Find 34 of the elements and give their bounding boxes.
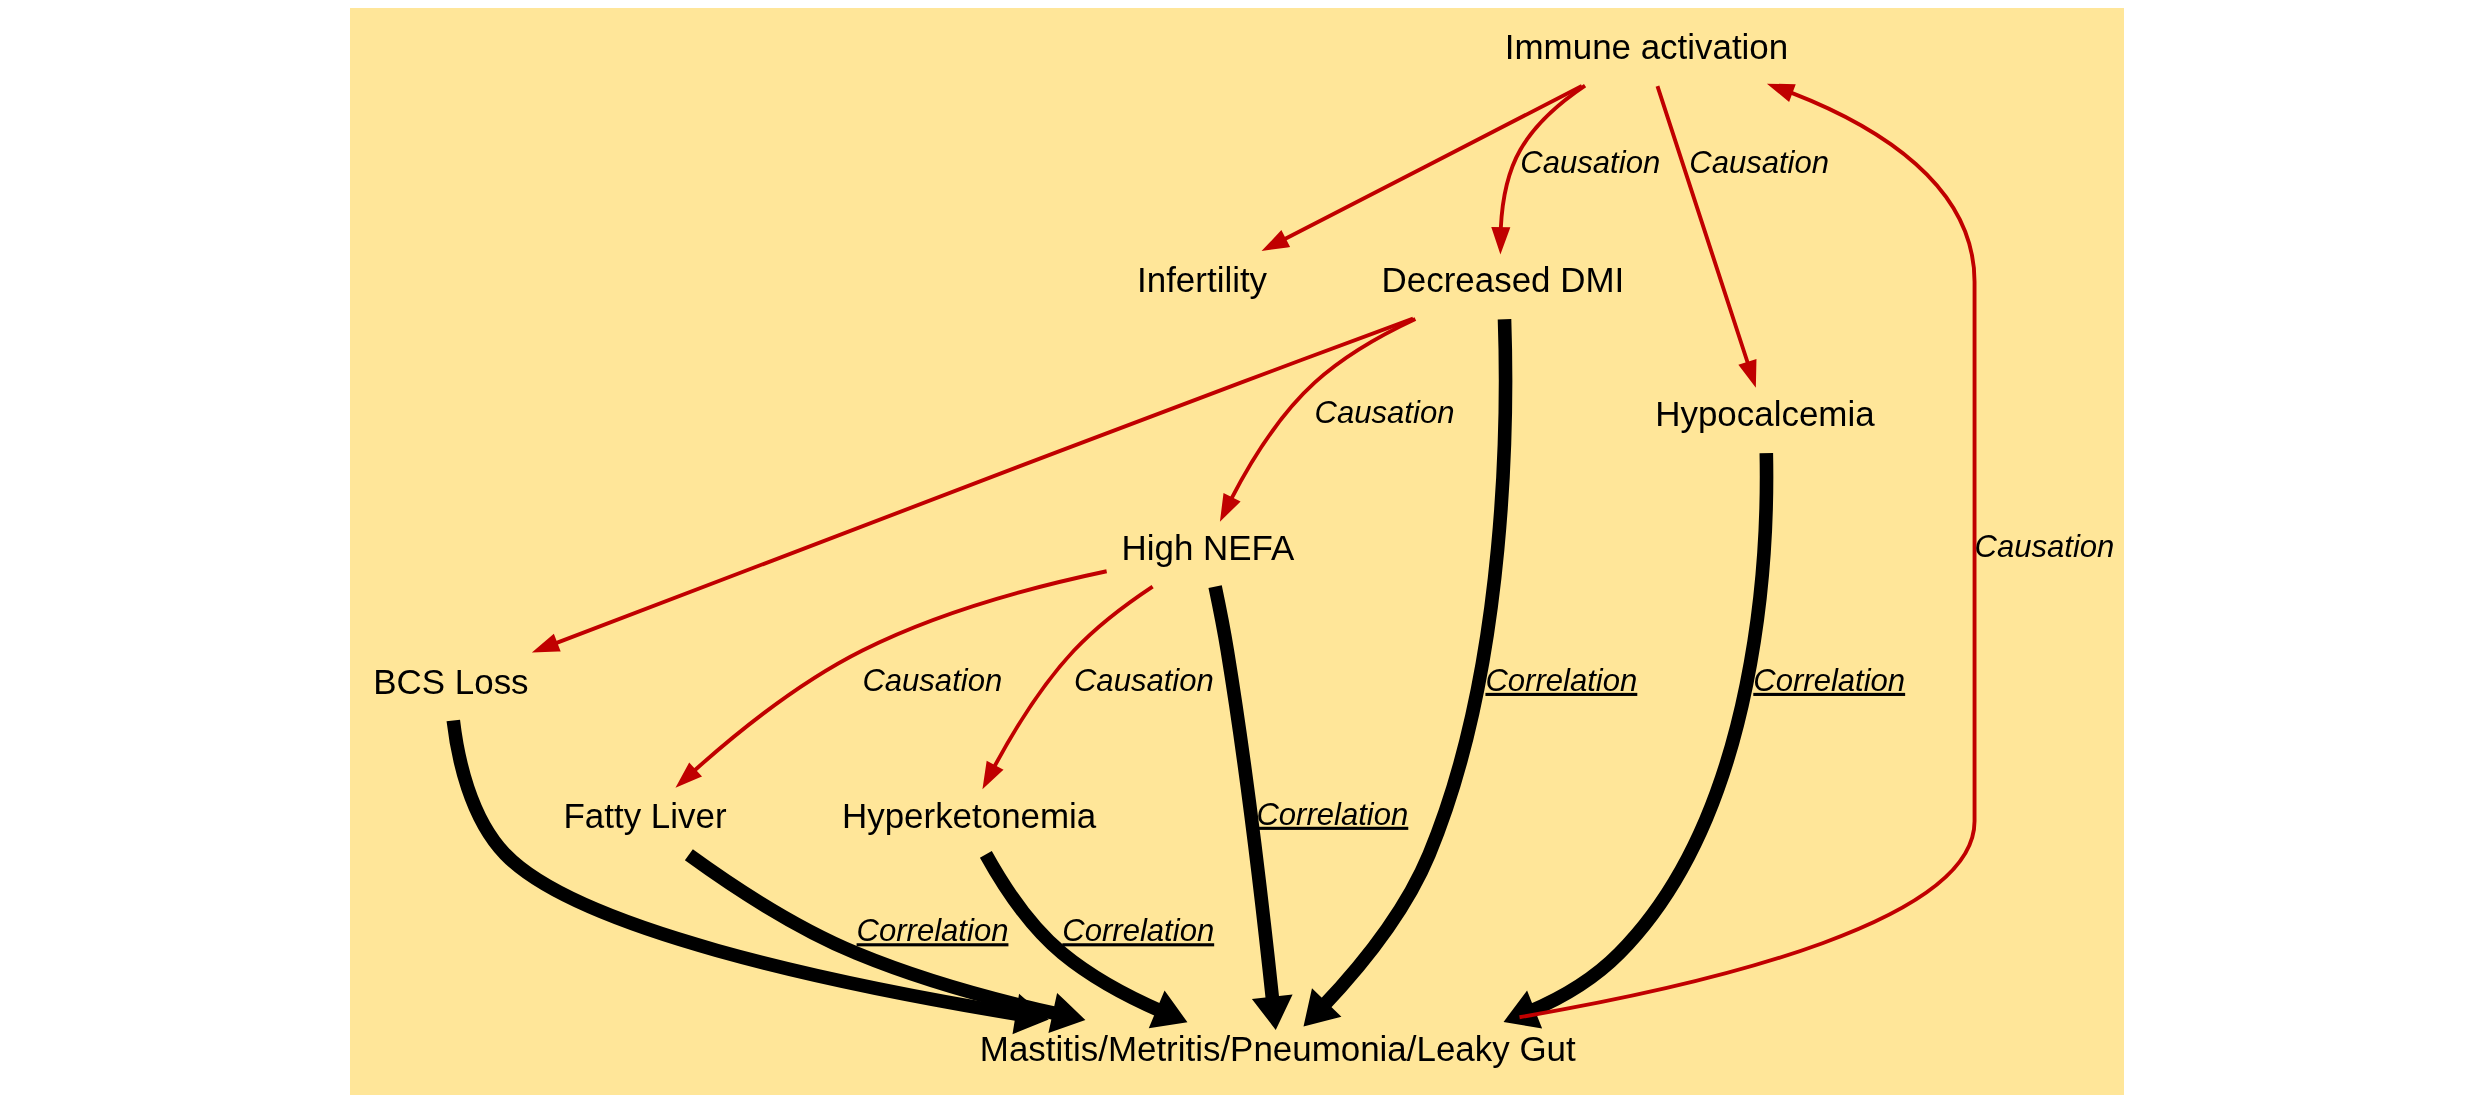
edge-label: Correlation xyxy=(1062,913,1215,949)
arrow xyxy=(1208,585,1293,1030)
arrow xyxy=(1655,85,1757,388)
arrow xyxy=(1219,317,1417,522)
arrow xyxy=(1491,84,1587,255)
node-text: Mastitis/Metritis/Pneumonia/Leaky Gut xyxy=(979,1028,1576,1068)
node-text: Decreased DMI xyxy=(1381,260,1625,300)
arrow xyxy=(982,584,1154,790)
edge-label: Causation xyxy=(1314,395,1455,431)
node-text: Hypocalcemia xyxy=(1655,394,1875,434)
arrow xyxy=(1503,453,1774,1029)
arrow xyxy=(979,851,1188,1029)
edge-label: Correlation xyxy=(1256,796,1409,832)
node-text: Infertility xyxy=(1137,260,1268,300)
edge-label: Correlation xyxy=(856,913,1009,949)
node-text: Fatty Liver xyxy=(563,795,727,835)
arrow xyxy=(1519,83,1977,1020)
node-text: Immune activation xyxy=(1504,27,1789,67)
arrow xyxy=(531,316,1414,653)
node-text: Hyperketonemia xyxy=(842,795,1097,835)
arrow xyxy=(675,569,1108,788)
edge-label: Correlation xyxy=(1485,662,1638,698)
edge-label: Causation xyxy=(1974,528,2115,564)
edge-label: Correlation xyxy=(1753,662,1906,698)
arrow xyxy=(1261,84,1583,252)
arrow xyxy=(684,849,1086,1033)
edge-label: Causation xyxy=(1073,662,1214,698)
edge-label: Causation xyxy=(1520,144,1661,180)
arrow xyxy=(1303,319,1513,1027)
edge-label: Causation xyxy=(1689,144,1830,180)
node-text: High NEFA xyxy=(1121,528,1295,568)
edge-label: Causation xyxy=(862,662,1003,698)
node-text: BCS Loss xyxy=(373,661,529,701)
arrow xyxy=(446,719,1049,1035)
